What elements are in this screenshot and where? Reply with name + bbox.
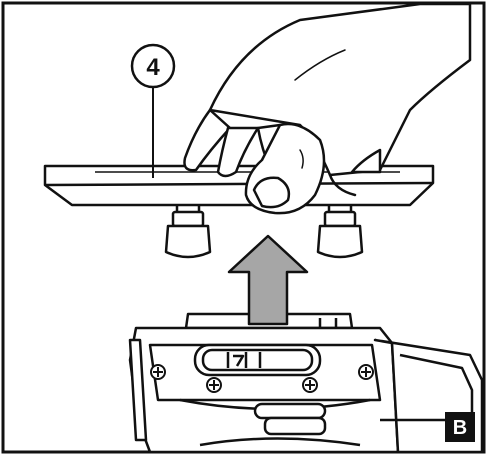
hand <box>183 2 472 215</box>
panel-label: B <box>453 417 467 439</box>
connector-left <box>164 201 212 259</box>
screws <box>150 364 374 393</box>
connector-right <box>316 201 364 259</box>
callout-circle <box>130 43 176 89</box>
panel-badge <box>445 412 475 442</box>
callout-label: 4 <box>146 54 160 81</box>
tool-body <box>128 312 484 454</box>
upward-arrow <box>227 234 309 326</box>
